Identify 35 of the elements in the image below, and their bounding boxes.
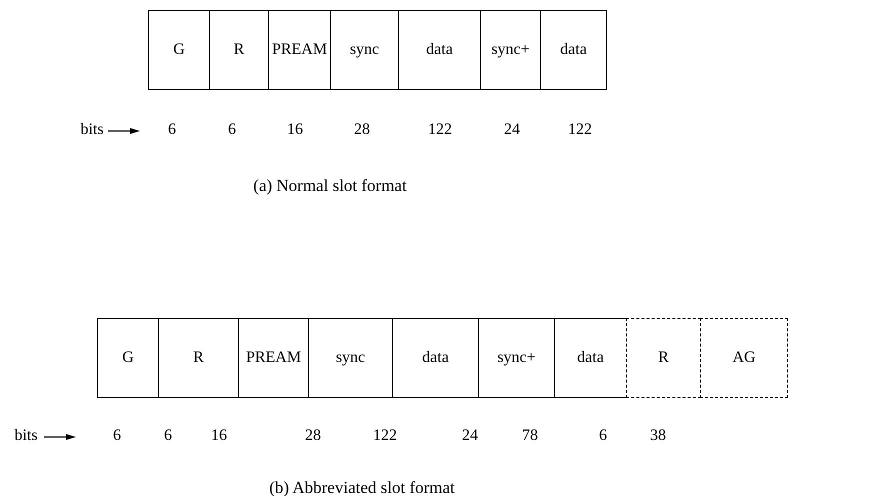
bit-count: 24 [462, 427, 478, 445]
bit-count: bits [80, 121, 104, 139]
field-box: sync+ [480, 10, 541, 90]
bit-count: 24 [504, 121, 520, 139]
field-box: data [540, 10, 607, 90]
field-box: R [158, 318, 239, 398]
field-box: PREAM [268, 10, 331, 90]
bit-count: 122 [568, 121, 592, 139]
field-box: PREAM [238, 318, 309, 398]
field-box: R [209, 10, 269, 90]
field-box: sync [330, 10, 399, 90]
field-box: data [554, 318, 627, 398]
bit-count: 28 [354, 121, 370, 139]
field-box: data [398, 10, 481, 90]
field-box: G [97, 318, 159, 398]
field-box: sync [308, 318, 393, 398]
bit-count: 16 [211, 427, 227, 445]
field-box: AG [700, 318, 788, 398]
field-box: data [392, 318, 479, 398]
bit-count: 38 [650, 427, 666, 445]
bit-count: bits [14, 427, 38, 445]
bit-count: 78 [522, 427, 538, 445]
bit-count: 6 [164, 427, 172, 445]
field-box: sync+ [478, 318, 555, 398]
bit-count: 6 [228, 121, 236, 139]
bit-count: 122 [373, 427, 397, 445]
bit-count: 6 [599, 427, 607, 445]
field-box: G [148, 10, 210, 90]
field-box: R [626, 318, 701, 398]
caption: (a) Normal slot format [253, 176, 407, 196]
bit-count: 6 [168, 121, 176, 139]
bit-count: 6 [113, 427, 121, 445]
bit-count: 28 [305, 427, 321, 445]
bit-count: 16 [287, 121, 303, 139]
bit-count: 122 [428, 121, 452, 139]
